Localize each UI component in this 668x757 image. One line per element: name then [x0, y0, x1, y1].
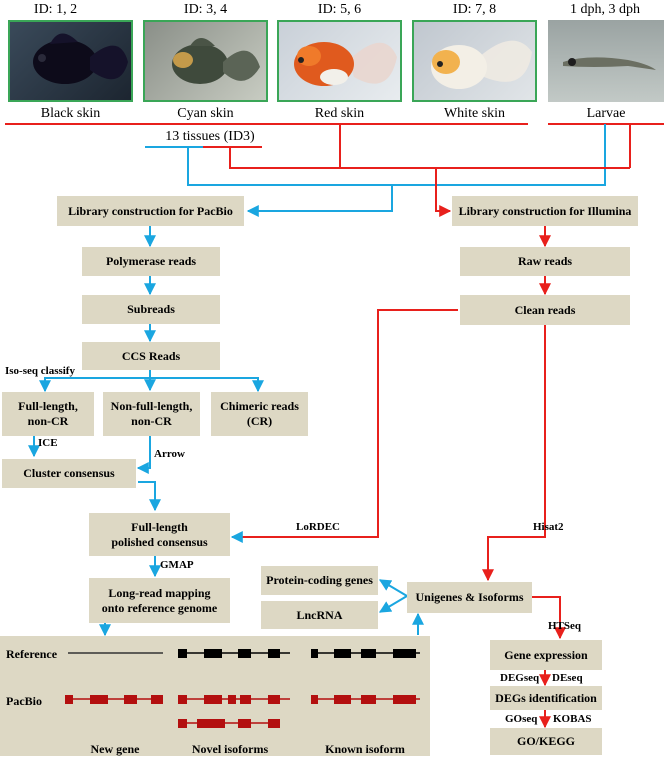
pacbio-row-label: PacBio: [6, 694, 42, 708]
sample-label-white: White skin: [443, 106, 506, 121]
gene-expression-box: Gene expression: [490, 640, 602, 670]
kobas-label: KOBAS: [553, 713, 592, 725]
sample-label-larvae: Larvae: [586, 106, 626, 121]
isoform-panel: Reference PacBio: [0, 636, 430, 756]
cyan-goldfish-photo: [143, 20, 268, 102]
raw-reads-box: Raw reads: [460, 247, 630, 276]
sample-label-cyan: Cyan skin: [177, 106, 234, 121]
chimeric-reads-box: Chimeric reads (CR): [211, 392, 308, 436]
polished-consensus-box: Full-length polished consensus: [89, 513, 230, 556]
sample-id-cyan: ID: 3, 4: [183, 2, 228, 17]
red-goldfish-photo: [277, 20, 402, 102]
full-length-box: Full-length, non-CR: [2, 392, 94, 436]
novel-isoforms-label: Novel isoforms: [191, 742, 269, 756]
protein-coding-genes-box: Protein-coding genes: [261, 566, 378, 595]
sample-id-larvae: 1 dph, 3 dph: [570, 2, 640, 17]
sample-id-white: ID: 7, 8: [452, 2, 497, 17]
hisat2-label: Hisat2: [533, 521, 564, 533]
lncrna-box: LncRNA: [261, 601, 378, 629]
iso-seq-classify-label: Iso-seq classify: [5, 365, 75, 377]
lordec-label: LoRDEC: [296, 521, 341, 533]
pacbio-library-box: Library construction for PacBio: [57, 196, 244, 226]
clean-reads-box: Clean reads: [460, 295, 630, 325]
new-gene-label: New gene: [90, 742, 140, 756]
ccs-reads-box: CCS Reads: [82, 342, 220, 370]
go-kegg-box: GO/KEGG: [490, 728, 602, 755]
subreads-box: Subreads: [82, 295, 220, 324]
sample-id-black: ID: 1, 2: [33, 2, 78, 17]
deseq-label: DEseq: [552, 672, 583, 684]
black-goldfish-photo: [8, 20, 133, 102]
cluster-consensus-box: Cluster consensus: [2, 459, 136, 488]
sample-id-red: ID: 5, 6: [317, 2, 362, 17]
gmap-label: GMAP: [160, 559, 194, 571]
tissues-label: 13 tissues (ID3): [165, 129, 255, 144]
white-goldfish-photo: [412, 20, 537, 102]
reference-row-label: Reference: [6, 647, 58, 661]
ice-label: ICE: [38, 437, 58, 449]
degs-identification-box: DEGs identification: [490, 686, 602, 710]
long-read-mapping-box: Long-read mapping onto reference genome: [89, 578, 230, 623]
sample-label-red: Red skin: [314, 106, 365, 121]
gene-model-tracks: [65, 649, 420, 728]
polymerase-reads-box: Polymerase reads: [82, 247, 220, 276]
non-full-length-box: Non-full-length, non-CR: [103, 392, 200, 436]
goseq-label: GOseq: [505, 713, 538, 725]
sample-label-black: Black skin: [40, 106, 101, 121]
known-isoform-label: Known isoform: [325, 742, 405, 756]
htseq-label: HTSeq: [548, 620, 582, 632]
illumina-library-box: Library construction for Illumina: [452, 196, 638, 226]
unigenes-isoforms-box: Unigenes & Isoforms: [407, 582, 532, 613]
degseq-label: DEGseq: [500, 672, 540, 684]
larvae-photo: [548, 20, 664, 102]
arrow-label: Arrow: [154, 448, 185, 460]
